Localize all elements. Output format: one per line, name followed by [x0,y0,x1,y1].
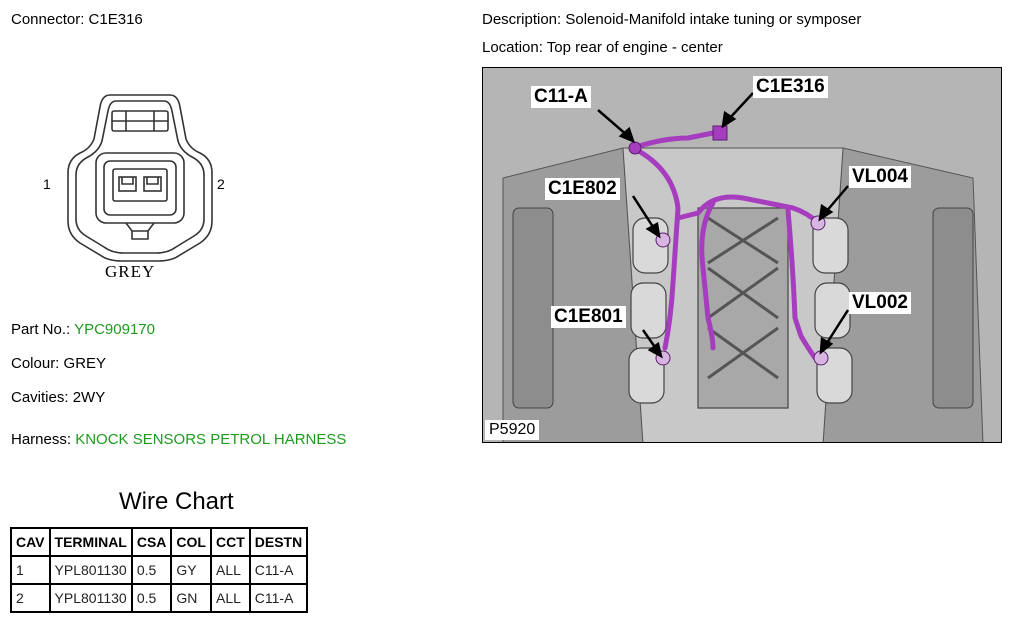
cell-terminal: YPL801130 [48,583,133,613]
cell-destn: C11-A [248,555,309,585]
connector-label: Connector: [11,11,85,28]
column-header: TERMINAL [48,527,133,557]
cavity-1-label: 1 [43,176,51,192]
harness-label: Harness: [11,431,72,448]
cell-csa: 0.5 [130,583,173,613]
connector-id: C1E316 [88,11,143,28]
description-value: Solenoid-Manifold intake tuning or sympo… [565,11,862,28]
wire-chart-header-row: CAV TERMINAL CSA COL CCT DESTN [10,527,309,557]
cell-col: GY [170,555,212,585]
callout-c1e802: C1E802 [545,178,620,200]
wire-chart-title: Wire Chart [119,488,234,515]
cavities-row: Cavities: 2WY [11,389,105,406]
cell-cav: 2 [10,583,51,613]
cavities-label: Cavities: [11,389,69,406]
harness-link[interactable]: KNOCK SENSORS PETROL HARNESS [75,431,347,448]
column-header: CAV [10,527,51,557]
column-header: CCT [209,527,251,557]
colour-label: Colour: [11,355,60,372]
location-label: Location: [482,39,543,56]
cell-destn: C11-A [248,583,309,613]
callout-vl002: VL002 [849,292,911,314]
cell-col: GN [170,583,212,613]
cavity-2-label: 2 [217,176,225,192]
description-row: Description: Solenoid-Manifold intake tu… [482,11,861,28]
cell-cct: ALL [209,555,251,585]
part-number-link[interactable]: YPC909170 [74,321,155,338]
location-value: Top rear of engine - center [546,39,723,56]
harness-row: Harness: KNOCK SENSORS PETROL HARNESS [11,431,346,448]
callout-c1e801: C1E801 [551,306,626,328]
cell-csa: 0.5 [130,555,173,585]
figure-id-label: P5920 [485,420,540,440]
location-row: Location: Top rear of engine - center [482,39,723,56]
cell-terminal: YPL801130 [48,555,133,585]
column-header: COL [170,527,212,557]
wire-chart-table: CAV TERMINAL CSA COL CCT DESTN 1 YPL8011… [10,527,309,613]
part-number-row: Part No.: YPC909170 [11,321,155,338]
callout-c11a: C11-A [531,86,591,108]
engine-location-figure: C11-A C1E316 C1E802 VL004 C1E801 VL002 P… [482,67,1002,443]
connector-face-drawing [67,94,213,262]
column-header: DESTN [248,527,309,557]
table-row: 1 YPL801130 0.5 GY ALL C11-A [10,555,309,585]
callout-vl004: VL004 [849,166,911,188]
connector-heading: Connector: C1E316 [11,11,143,28]
part-number-label: Part No.: [11,321,71,338]
table-row: 2 YPL801130 0.5 GN ALL C11-A [10,583,309,613]
connector-colour-caption: GREY [105,262,156,281]
description-label: Description: [482,11,562,28]
cavities-value: 2WY [72,389,106,406]
cell-cav: 1 [10,555,51,585]
callout-c1e316: C1E316 [753,76,828,98]
column-header: CSA [130,527,173,557]
cell-cct: ALL [209,583,251,613]
colour-row: Colour: GREY [11,355,106,372]
colour-value: GREY [63,355,107,372]
engine-illustration [483,68,1001,442]
